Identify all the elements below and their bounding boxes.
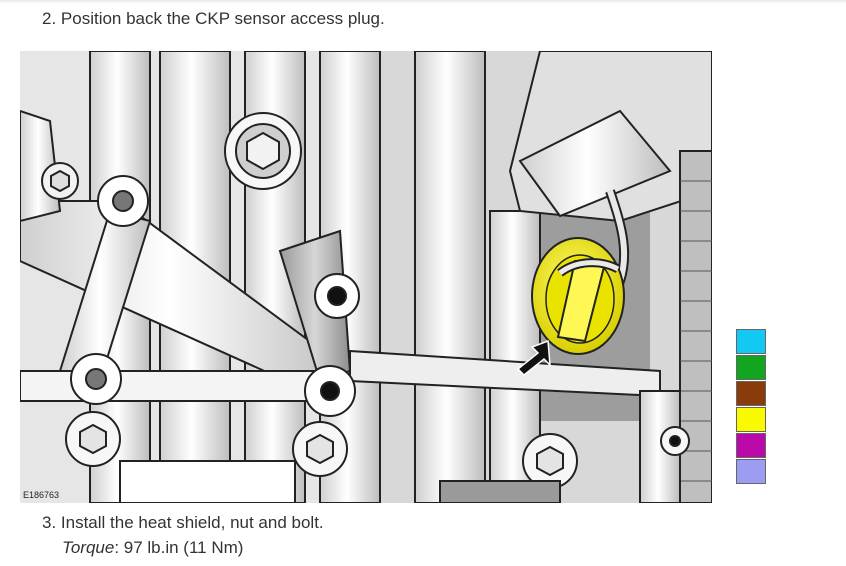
color-legend (736, 329, 766, 485)
figure-id: E186763 (23, 490, 60, 500)
swatch-cyan (736, 329, 766, 354)
step-3-text: 3. Install the heat shield, nut and bolt… (42, 513, 324, 532)
swatch-yellow (736, 407, 766, 432)
swatch-brown (736, 381, 766, 406)
torque-label: Torque (62, 538, 115, 557)
step-2-text: 2. Position back the CKP sensor access p… (42, 9, 385, 28)
swatch-lavender (736, 459, 766, 484)
arrow-icon (516, 339, 551, 377)
engine-drawing (20, 51, 712, 503)
torque-value: : 97 lb.in (11 Nm) (114, 538, 244, 557)
swatch-green (736, 355, 766, 380)
torque-spec: Torque: 97 lb.in (11 Nm) (62, 538, 243, 558)
engine-illustration: E186763 (20, 51, 712, 503)
ckp-sensor-access-plug (531, 237, 625, 355)
swatch-magenta (736, 433, 766, 458)
top-bar (0, 0, 846, 4)
